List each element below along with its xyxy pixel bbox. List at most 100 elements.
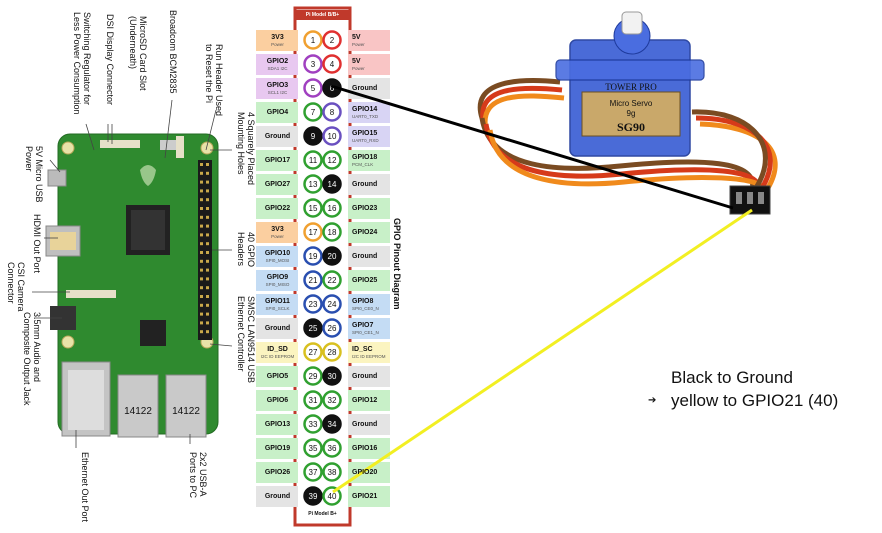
pin-32 xyxy=(322,390,342,410)
pin-9 xyxy=(303,126,323,146)
pin-label-bg xyxy=(348,414,390,435)
label-csi: CSI Camera Connector xyxy=(6,262,26,312)
pin-16 xyxy=(322,198,342,218)
pinout-title: GPIO Pinout Diagram xyxy=(392,218,402,310)
pin-name: GPIO23 xyxy=(352,204,378,212)
pin-function: SPI0_MISO xyxy=(265,281,290,287)
pin-number: 11 xyxy=(309,156,318,165)
label-gpio-headers: 40 GPIO Headers xyxy=(236,232,256,268)
header-pin xyxy=(200,259,203,263)
arrow-bullet-icon: ➔ xyxy=(648,395,657,406)
pin-number: 31 xyxy=(309,396,318,405)
pin-name: GPIO6 xyxy=(266,396,289,404)
pin-label-left: GPIO5 xyxy=(252,366,303,387)
pin-label-bg xyxy=(256,270,298,291)
pin-name: GPIO7 xyxy=(352,321,374,329)
pin-30 xyxy=(322,366,342,386)
pin-name: Ground xyxy=(352,420,378,428)
header-pin xyxy=(200,268,203,272)
pin-name: 3V3 xyxy=(271,33,284,41)
pin-number: 27 xyxy=(309,348,318,357)
pin-label-bg xyxy=(348,174,390,195)
pin-name: Ground xyxy=(264,132,291,140)
pin-22 xyxy=(322,270,342,290)
pin-number: 9 xyxy=(311,132,316,141)
pin-label-bg xyxy=(348,342,390,363)
pin-number: 8 xyxy=(330,108,335,117)
pin-number: 16 xyxy=(328,204,337,213)
pin-label-bg xyxy=(348,246,390,267)
pin-38 xyxy=(322,462,342,482)
pin-number: 28 xyxy=(328,348,337,357)
servo-model: SG90 xyxy=(617,120,645,134)
pin-label-right: GPIO16 xyxy=(347,438,398,459)
servo-line1: Micro Servo xyxy=(610,99,653,108)
pin-number: 26 xyxy=(328,324,337,333)
pin-function: Power xyxy=(352,41,365,47)
pin-28 xyxy=(322,342,342,362)
pin-number: 34 xyxy=(328,420,337,429)
pin-27 xyxy=(303,342,323,362)
pin-number: 6 xyxy=(330,84,335,93)
header-pin xyxy=(200,251,203,254)
pin-label-bg xyxy=(348,318,390,339)
pin-name: Ground xyxy=(352,180,378,188)
pin-8 xyxy=(322,102,342,122)
pin-number: 24 xyxy=(328,300,337,309)
pin-function: Power xyxy=(352,65,365,71)
pin-name: GPIO26 xyxy=(264,468,291,476)
pin-label-bg xyxy=(256,222,298,243)
pin-number: 29 xyxy=(309,372,318,381)
header-pin xyxy=(200,224,203,228)
pin-number: 39 xyxy=(309,492,318,501)
black-wire xyxy=(330,84,734,210)
header-pin xyxy=(200,295,203,298)
pin-25 xyxy=(303,318,323,338)
pin-12 xyxy=(322,150,342,170)
pin-number: 40 xyxy=(328,492,337,501)
pin-label-bg xyxy=(348,222,390,243)
label-regulator: Switching Regulator for Less Power Consu… xyxy=(72,12,92,115)
header-pin xyxy=(206,207,209,210)
label-ethernet: Ethernet Out Port xyxy=(80,452,90,523)
pin-name: GPIO4 xyxy=(266,108,289,116)
pin-19 xyxy=(303,246,323,266)
pin-function: UART0_TXD xyxy=(352,113,379,119)
pin-label-bg xyxy=(348,30,390,51)
label-microsd: MicroSD Card Slot (Underneath) xyxy=(128,16,148,91)
pin-label-bg xyxy=(348,198,390,219)
header-pin xyxy=(206,233,209,237)
pin-label-bg xyxy=(256,102,298,123)
header-pin xyxy=(200,198,203,202)
pin-label-bg xyxy=(256,486,298,507)
pin-name: Ground xyxy=(352,252,378,260)
header-pin xyxy=(206,242,209,246)
header-pin xyxy=(200,286,203,290)
pin-35 xyxy=(303,438,323,458)
pin-20 xyxy=(322,246,342,266)
pin-name: GPIO5 xyxy=(266,372,289,380)
label-dsi: DSI Display Connector xyxy=(105,14,115,106)
pin-number: 2 xyxy=(330,36,335,45)
header-pin xyxy=(206,251,209,254)
pin-34 xyxy=(322,414,342,434)
pin-label-bg xyxy=(256,150,298,171)
pin-function: UART0_RXD xyxy=(352,137,379,143)
pin-label-left: GPIO27 xyxy=(252,174,303,195)
pin-label-right: GPIO25 xyxy=(347,270,398,291)
pin-4 xyxy=(322,54,342,74)
pin-name: GPIO21 xyxy=(352,492,378,500)
pin-label-bg xyxy=(256,342,298,363)
pin-number: 30 xyxy=(328,372,337,381)
header-pin xyxy=(206,277,209,281)
pin-37 xyxy=(303,462,323,482)
pin-label-bg xyxy=(256,30,298,51)
